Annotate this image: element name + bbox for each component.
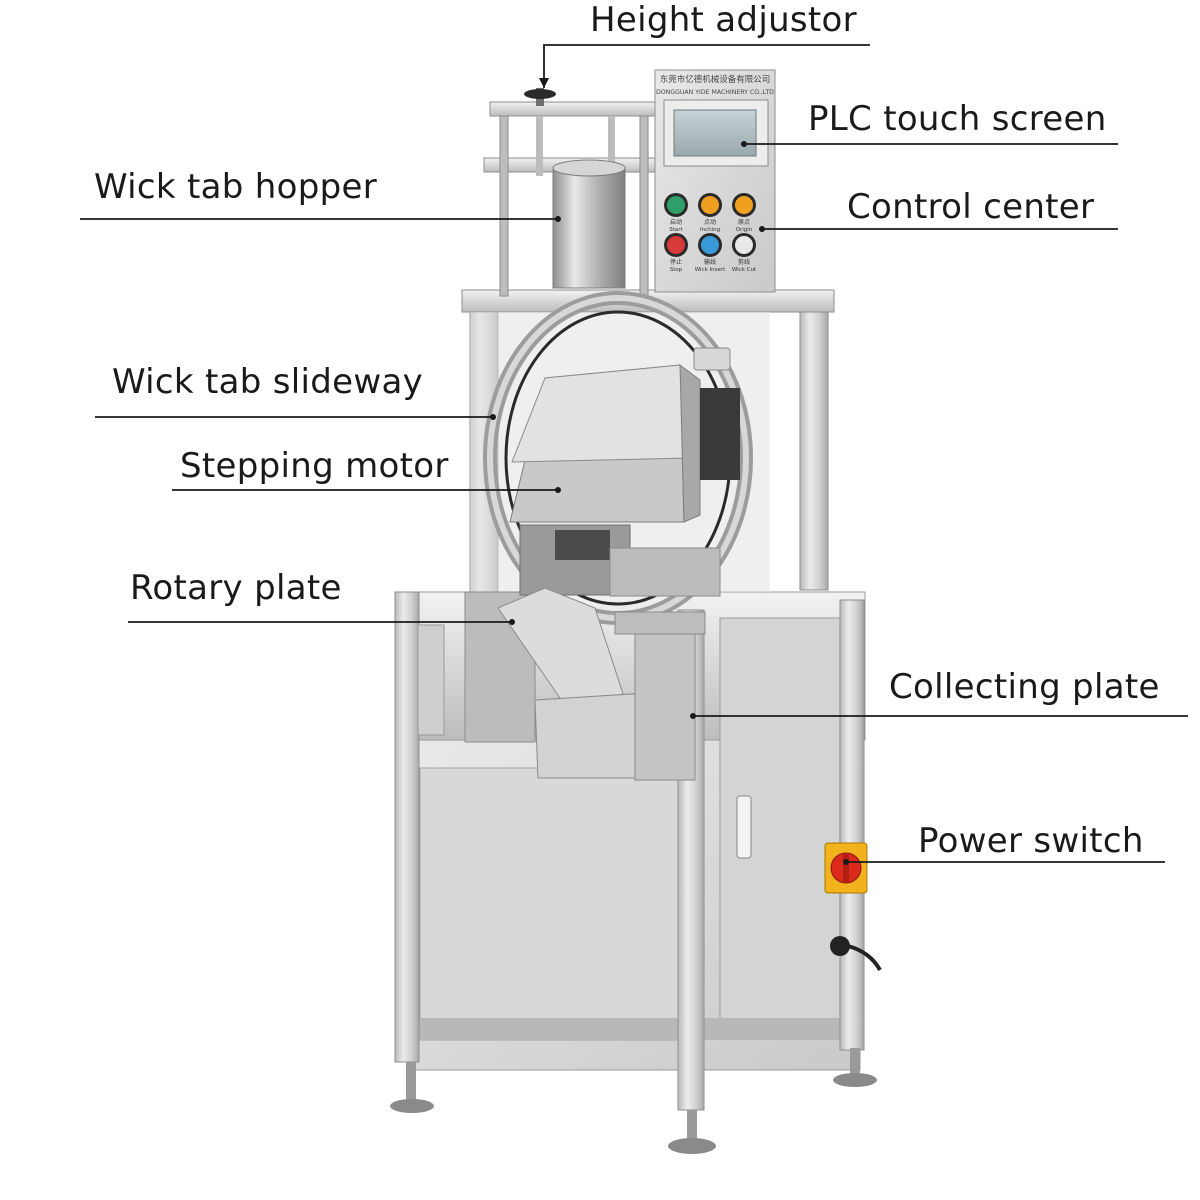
leader-height-adjustor xyxy=(543,44,870,88)
panel-button-label-cn: 停止 xyxy=(670,258,682,266)
label-height-adjustor: Height adjustor xyxy=(590,0,857,40)
panel-button-label-cn: 输线 xyxy=(704,258,716,266)
company-name-cn: 东莞市亿德机械设备有限公司 xyxy=(660,74,771,85)
label-plc-touch-screen: PLC touch screen xyxy=(808,99,1107,139)
panel-button-label-en: Wick Insert xyxy=(695,267,726,273)
plc-touch-screen[interactable] xyxy=(673,109,757,157)
panel-button-origin[interactable] xyxy=(735,196,753,214)
panel-button-label-en: Start xyxy=(669,227,683,233)
company-name-en: DONGGUAN YIDE MACHINERY CO.,LTD xyxy=(656,89,774,96)
panel-button-stop[interactable] xyxy=(667,236,685,254)
panel-button-inching[interactable] xyxy=(701,196,719,214)
label-wick-tab-hopper: Wick tab hopper xyxy=(94,167,377,207)
control-panel: 东莞市亿德机械设备有限公司 DONGGUAN YIDE MACHINERY CO… xyxy=(654,69,776,293)
power-switch[interactable] xyxy=(824,842,882,972)
label-collecting-plate: Collecting plate xyxy=(889,667,1160,707)
base-cabinet xyxy=(390,591,877,1154)
panel-button-wick-cut[interactable] xyxy=(735,236,753,254)
panel-button-label-en: Inching xyxy=(700,227,720,233)
label-power-switch: Power switch xyxy=(918,821,1144,861)
stepping-motor-housing xyxy=(509,347,740,523)
leader-dots xyxy=(490,78,849,865)
panel-button-label-cn: 启动 xyxy=(670,218,682,226)
panel-button-label-en: Origin xyxy=(736,227,753,233)
rotary-plate-area xyxy=(464,524,721,743)
motor-body xyxy=(700,388,740,480)
collecting-plate xyxy=(534,611,706,781)
panel-button-label-cn: 原点 xyxy=(738,218,750,226)
panel-button-label-en: Stop xyxy=(670,267,683,273)
label-rotary-plate: Rotary plate xyxy=(130,568,342,608)
panel-button-label-cn: 剪线 xyxy=(738,258,750,266)
label-control-center: Control center xyxy=(847,187,1095,227)
wick-tab-hopper-cylinder xyxy=(552,159,626,289)
label-wick-tab-slideway: Wick tab slideway xyxy=(112,362,424,402)
panel-button-label-cn: 点动 xyxy=(704,218,716,226)
panel-button-start[interactable] xyxy=(667,196,685,214)
height-knob xyxy=(524,89,556,99)
leader-lines xyxy=(80,44,1188,863)
panel-button-label-en: Wick Cut xyxy=(732,267,757,273)
label-stepping-motor: Stepping motor xyxy=(180,446,449,486)
panel-button-wick-insert[interactable] xyxy=(701,236,719,254)
door-handle xyxy=(736,795,752,859)
